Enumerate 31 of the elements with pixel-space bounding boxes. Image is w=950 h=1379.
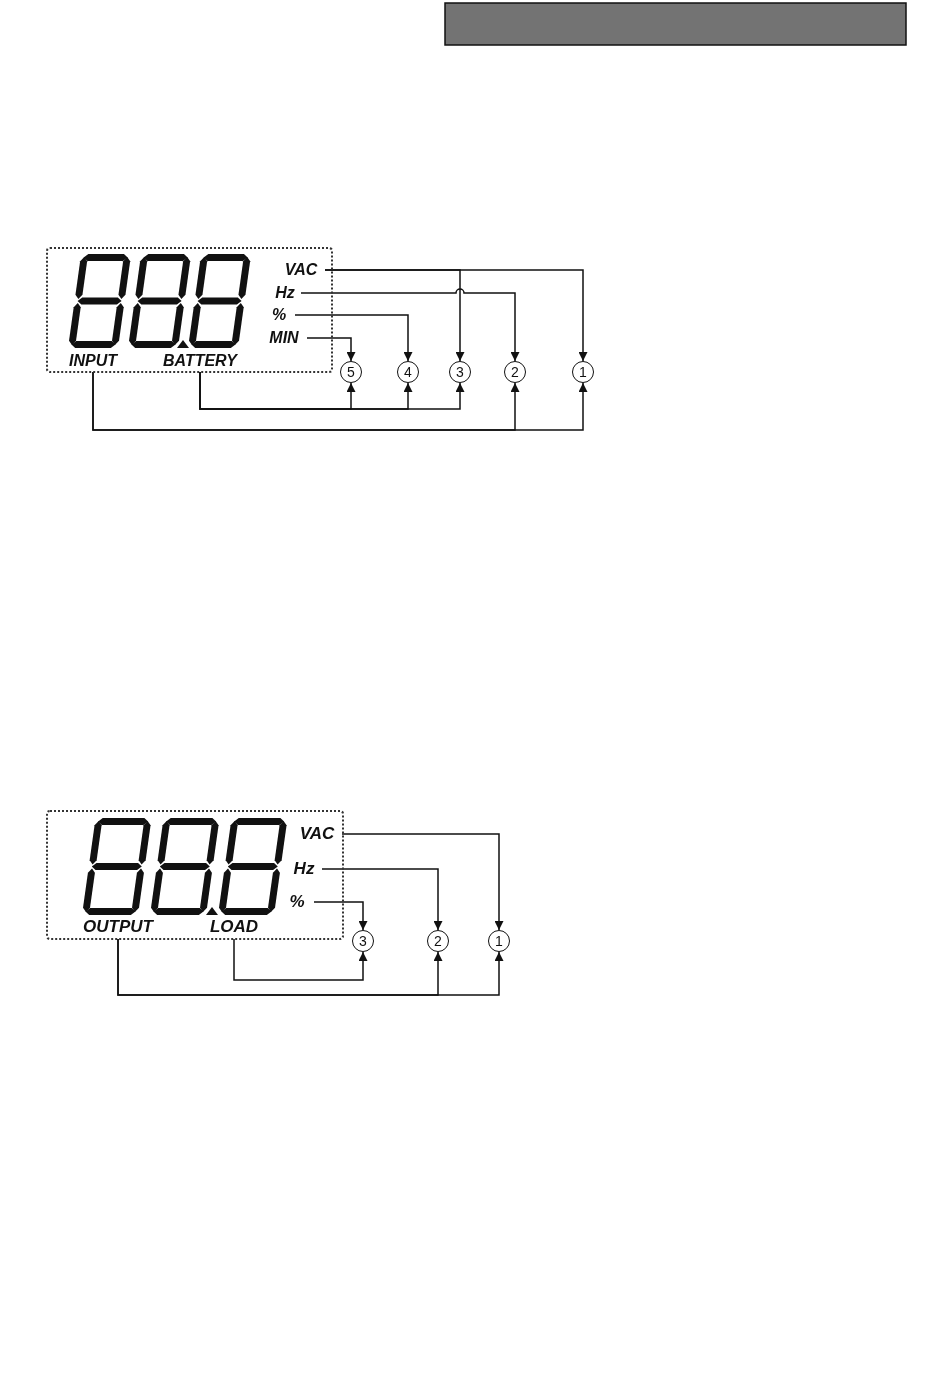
indicator-label: LOAD [200,917,268,937]
connector-arrow [321,868,443,931]
callout-number: 4 [397,361,419,383]
indicator-label: % [282,892,312,912]
indicator-label: Hz [288,859,320,879]
connector-arrow [313,901,368,931]
connector-arrow [306,337,356,362]
connector-arrow [324,269,465,362]
connector-arrow [341,833,504,931]
indicator-label: VAC [294,824,340,844]
connector-arrow [300,288,520,362]
callout-number: 3 [352,930,374,952]
connector-arrow [294,314,413,362]
indicator-label: % [265,306,293,324]
indicator-label: BATTERY [150,352,250,370]
callout-number: 1 [488,930,510,952]
display-panel [46,810,344,940]
connector-arrow [117,938,504,996]
callout-number: 3 [449,361,471,383]
indicator-label: Hz [271,284,299,302]
callout-number: 2 [427,930,449,952]
callout-number: 5 [340,361,362,383]
indicator-label: VAC [279,261,323,279]
indicator-label: OUTPUT [70,917,166,937]
callout-number: 1 [572,361,594,383]
callout-number: 2 [504,361,526,383]
connector-arrow [233,938,368,981]
connector-arrow [199,371,465,410]
indicator-label: INPUT [60,352,126,370]
indicator-label: MIN [263,329,305,347]
display-panel [46,247,333,373]
